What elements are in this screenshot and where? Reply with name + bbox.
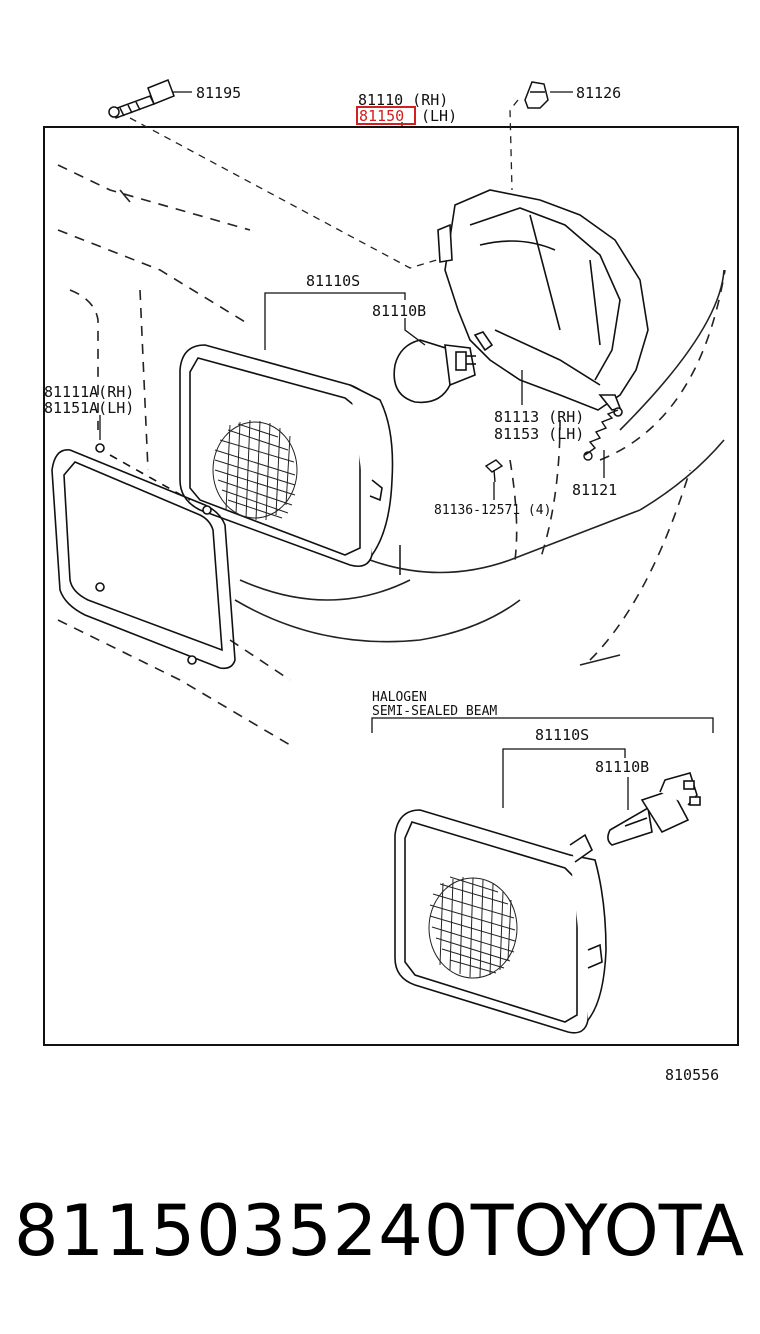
headlamp-door-81111a bbox=[51, 443, 236, 670]
label-81110b-bottom: 81110B bbox=[595, 758, 649, 776]
label-81195: 81195 bbox=[196, 84, 241, 102]
leader-lines-top bbox=[99, 292, 605, 500]
bulb-81110b-top bbox=[393, 339, 476, 404]
label-81113: 81113 (RH) bbox=[494, 408, 584, 426]
label-81110s-bottom: 81110S bbox=[535, 726, 589, 744]
label-81150-side: (LH) bbox=[421, 107, 457, 125]
diagram-id: 810556 bbox=[665, 1066, 719, 1084]
parts-diagram: 81195 81110 (RH) 81150 (LH) 81126 81110S… bbox=[43, 79, 739, 1084]
leader-lines-bottom bbox=[502, 748, 629, 810]
label-81121: 81121 bbox=[572, 481, 617, 499]
label-81111a: 81111A(RH) bbox=[44, 383, 134, 401]
spring-81121 bbox=[583, 409, 619, 461]
headlamp-grid-bottom bbox=[428, 876, 518, 979]
halogen-bracket bbox=[371, 717, 714, 733]
screw-81136 bbox=[484, 459, 504, 483]
headlamp-grid-top bbox=[212, 419, 298, 521]
label-81110-rh: 81110 (RH) bbox=[358, 91, 448, 109]
label-81136: 81136-12571 (4) bbox=[434, 503, 551, 518]
label-semi-sealed-beam: SEMI-SEALED BEAM bbox=[372, 704, 497, 719]
brand-name: TOYOTA bbox=[470, 1190, 744, 1272]
bolt-81195 bbox=[108, 79, 175, 119]
bulb-81110b-bottom bbox=[607, 772, 701, 846]
highlight-box-81150 bbox=[356, 106, 416, 125]
headlamp-housing-81113 bbox=[437, 189, 649, 417]
label-81110s-top: 81110S bbox=[306, 272, 360, 290]
label-81153: 81153 (LH) bbox=[494, 425, 584, 443]
label-81151a: 81151A(LH) bbox=[44, 399, 134, 417]
body-panel-lines bbox=[57, 164, 726, 746]
clip-81126 bbox=[524, 81, 549, 109]
part-number: 8115035240 bbox=[14, 1190, 470, 1272]
label-halogen: HALOGEN bbox=[372, 690, 427, 705]
label-81110b-top: 81110B bbox=[372, 302, 426, 320]
diagram-frame bbox=[43, 126, 739, 1046]
label-81126: 81126 bbox=[576, 84, 621, 102]
label-81150-number: 81150 bbox=[359, 107, 404, 125]
